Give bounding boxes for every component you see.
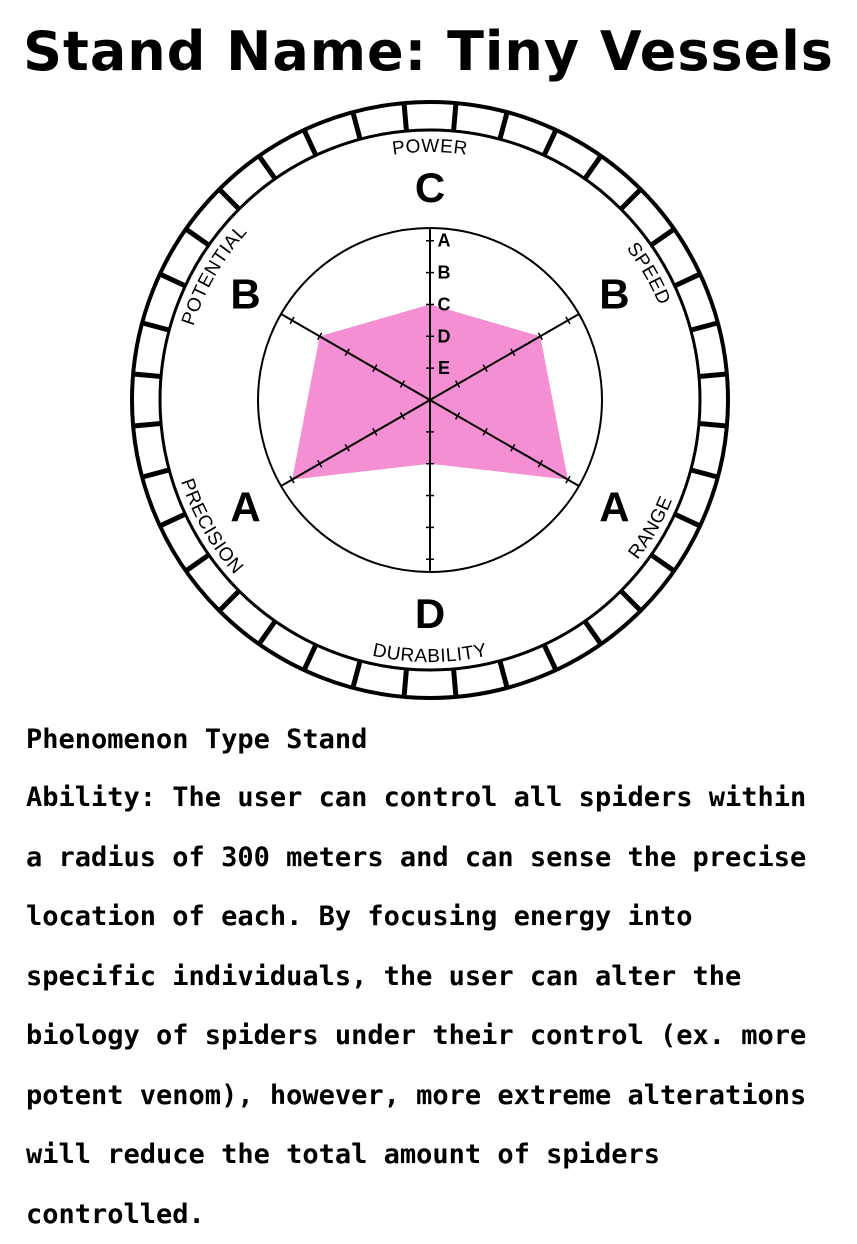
ring-tick	[541, 128, 559, 157]
axis-tick	[537, 459, 543, 468]
axis-line	[280, 313, 431, 401]
ring-tick	[451, 102, 459, 132]
scale-label: A	[438, 231, 451, 251]
description: Phenomenon Type Stand Ability: The user …	[26, 712, 836, 1244]
grade-precision: A	[230, 484, 260, 531]
axes-layer	[280, 228, 580, 572]
ring-tick	[649, 552, 676, 573]
ring-tick	[673, 511, 702, 529]
axis-tick	[317, 332, 323, 341]
axis-tick	[454, 380, 461, 388]
ring-tick	[350, 111, 363, 140]
grade-durability: D	[415, 590, 445, 637]
axis-tick	[510, 348, 516, 357]
axis-tick	[344, 348, 350, 357]
ring-tick	[619, 589, 643, 613]
ring-tick	[619, 187, 643, 211]
ring-tick	[257, 154, 278, 181]
page-title: Stand Name: Tiny Vessels	[23, 20, 834, 83]
grade-range: A	[599, 484, 629, 531]
grade-potential: B	[230, 271, 260, 318]
outer-ring-circle	[130, 100, 730, 700]
ring-tick	[497, 111, 510, 140]
axis-name-durability: DURABILITY	[371, 640, 489, 667]
axis-tick	[289, 316, 295, 325]
axis-tick	[372, 428, 378, 436]
ring-tick	[141, 320, 170, 333]
axis-name-power: POWER	[391, 136, 469, 160]
outer-band-circle	[158, 128, 702, 672]
scale-label: D	[438, 326, 451, 346]
ring-tick	[132, 371, 162, 379]
ring-tick	[690, 467, 719, 480]
ring-tick	[698, 421, 728, 429]
ring-tick	[541, 643, 559, 672]
ring-tick	[582, 154, 603, 181]
ring-tick	[217, 187, 241, 211]
scale-label: E	[438, 358, 450, 378]
ring-tick	[132, 421, 162, 429]
ring-tick	[217, 589, 241, 613]
axis-tick	[399, 412, 406, 420]
axis-tick	[344, 443, 350, 452]
ring-tick	[141, 467, 170, 480]
ring-tick	[698, 371, 728, 379]
ring-tick	[690, 320, 719, 333]
scale-label: B	[438, 263, 451, 283]
ring-tick	[158, 511, 187, 529]
ring-tick	[649, 227, 676, 248]
ring-tick	[673, 271, 702, 289]
axis-tick	[510, 443, 516, 452]
ring-tick	[451, 668, 459, 698]
axis-tick	[399, 380, 406, 388]
axis-line	[280, 399, 431, 487]
ring-tick	[184, 552, 211, 573]
grade-power: C	[415, 164, 445, 211]
ring-tick	[401, 102, 409, 132]
grade-speed: B	[599, 271, 629, 318]
axis-tick	[289, 475, 295, 484]
ring-tick	[301, 643, 319, 672]
ring-tick	[184, 227, 211, 248]
scale-label: C	[438, 294, 451, 314]
axis-tick	[482, 428, 488, 436]
axis-tick	[372, 364, 378, 372]
axis-line	[429, 399, 580, 487]
ring-tick	[350, 660, 363, 689]
axis-tick	[565, 316, 571, 325]
ring-tick	[582, 619, 603, 646]
ring-tick	[401, 668, 409, 698]
ability-text: Ability: The user can control all spider…	[26, 782, 807, 1230]
outer-ring	[130, 100, 730, 700]
ring-tick	[257, 619, 278, 646]
axis-tick	[454, 412, 461, 420]
axis-tick	[565, 475, 571, 484]
axis-line	[429, 313, 580, 401]
stand-type: Phenomenon Type Stand	[26, 724, 368, 755]
ring-tick	[497, 660, 510, 689]
ring-tick	[158, 271, 187, 289]
axis-name-speed: SPEED	[622, 239, 674, 308]
ring-tick	[301, 128, 319, 157]
axis-tick	[482, 364, 488, 372]
axis-tick	[537, 332, 543, 341]
axis-tick	[317, 459, 323, 468]
